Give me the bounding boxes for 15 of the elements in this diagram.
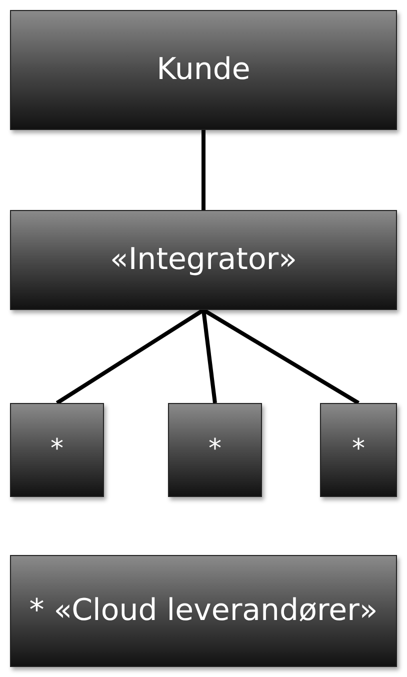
box-label: * [50, 433, 64, 466]
process-box [10, 10, 397, 130]
connector-line [202, 130, 206, 210]
process-box [10, 403, 104, 497]
connector-line [202, 310, 217, 404]
box-label: * «Cloud leverandører» [28, 592, 379, 630]
box-label: Kunde [156, 50, 252, 89]
process-box [320, 403, 397, 497]
process-box [10, 555, 397, 667]
process-box [10, 210, 397, 310]
box-label: * [351, 433, 366, 466]
box-label: * [208, 433, 222, 466]
box-label: «Integrator» [108, 240, 298, 279]
connector-line [56, 308, 205, 405]
process-box [168, 403, 262, 497]
